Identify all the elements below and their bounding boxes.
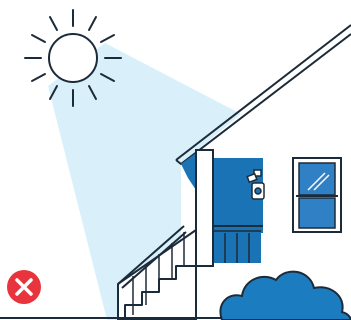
error-x-icon xyxy=(7,270,41,304)
house-window xyxy=(293,158,341,232)
porch-columns xyxy=(196,150,213,266)
